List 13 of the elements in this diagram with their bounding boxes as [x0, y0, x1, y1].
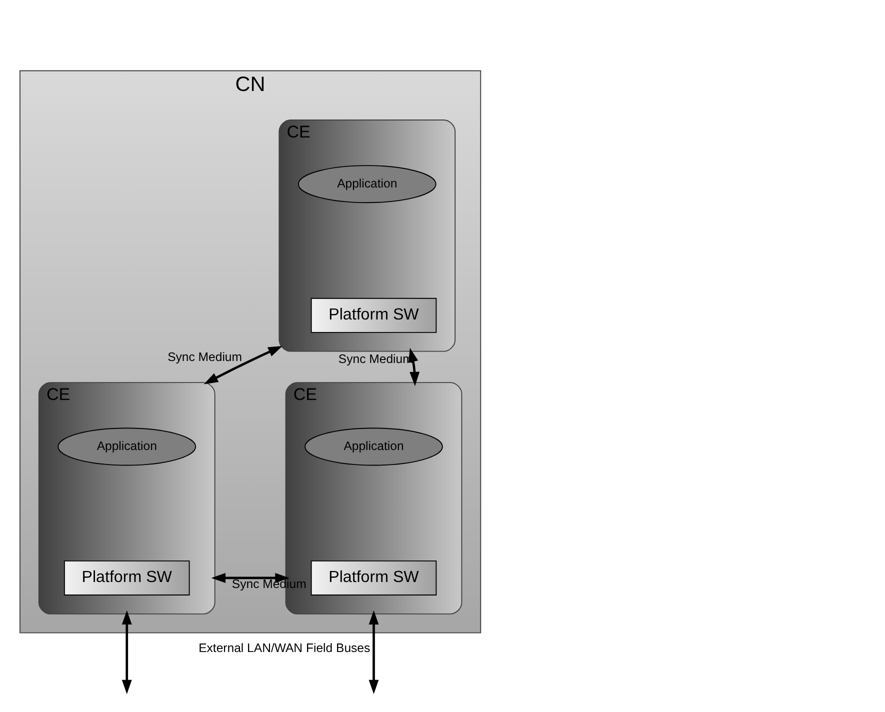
node-box: Platform SW [310, 297, 437, 332]
edge-label: External LAN/WAN Field Buses [198, 640, 370, 654]
node-box: Platform SW [310, 560, 437, 595]
arrow [204, 346, 282, 384]
arrow [408, 347, 420, 386]
arrow [368, 610, 379, 694]
node-ellipse: Application [58, 427, 196, 466]
arrow [122, 610, 132, 694]
edge-label: Sync Medium [168, 349, 242, 364]
arrow [211, 572, 290, 582]
node-ellipse: Application [304, 427, 443, 466]
node-box: Platform SW [64, 560, 190, 595]
node-ellipse: Application [298, 164, 436, 203]
